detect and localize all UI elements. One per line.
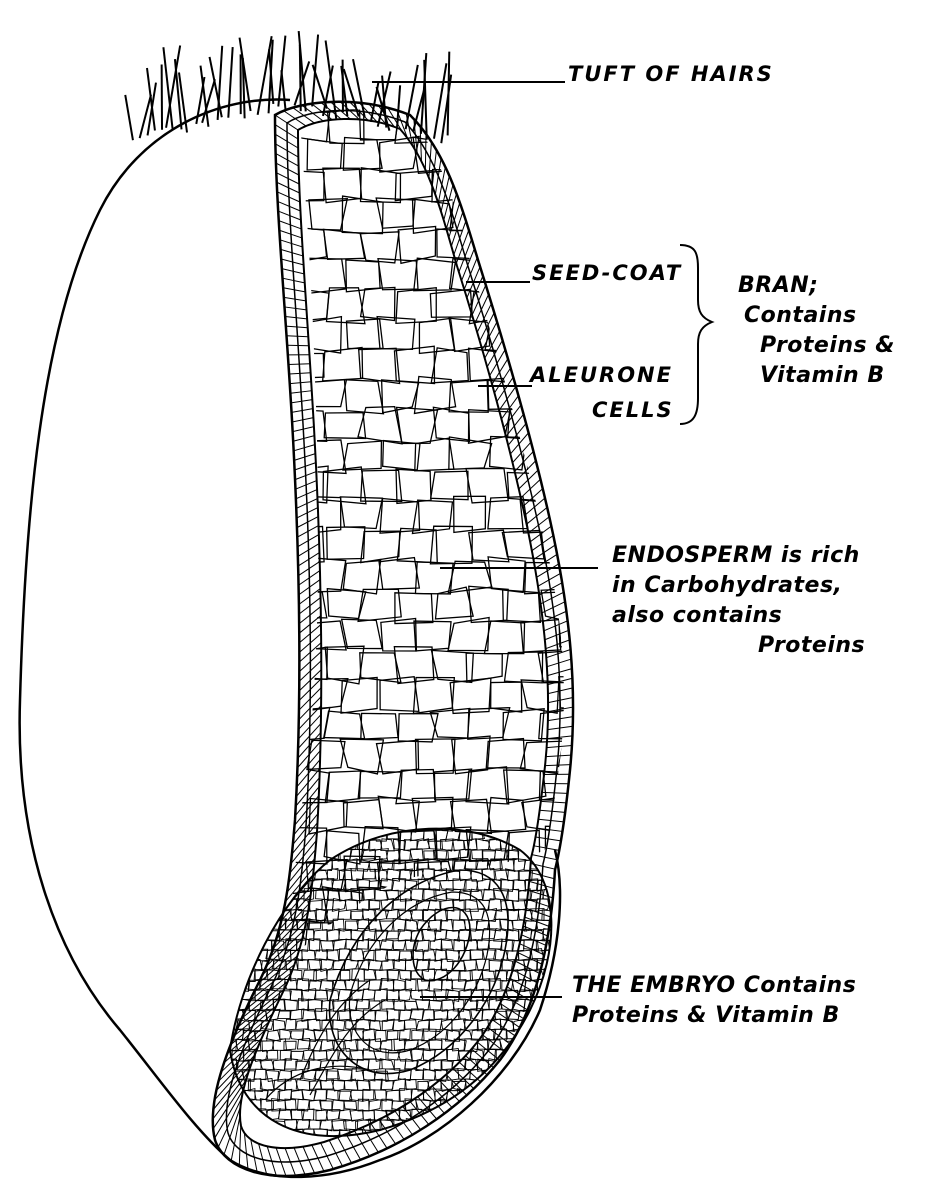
label-bran-line1: BRAN; [738,275,895,297]
label-bran-line3: Proteins & [738,335,895,357]
label-endosperm: ENDOSPERM is rich in Carbohydrates, also… [612,545,865,657]
label-endosperm-line1: ENDOSPERM is rich [612,545,865,567]
label-embryo: THE EMBRYO Contains Proteins & Vitamin B [572,975,856,1027]
label-endosperm-line2: in Carbohydrates, [612,575,865,597]
label-tuft-of-hairs: TUFT OF HAIRS [568,64,774,85]
label-bran-line4: Vitamin B [738,365,895,387]
embryo [224,819,593,1162]
label-endosperm-line4: Proteins [612,635,865,657]
label-endosperm-line3: also contains [612,605,865,627]
label-bran-line2: Contains [738,305,895,327]
bran-brace [680,245,712,424]
label-embryo-line2: Proteins & Vitamin B [572,1005,856,1027]
label-aleurone-line2: CELLS [530,400,674,421]
label-seed-coat: SEED-COAT [532,263,682,284]
label-embryo-line1: THE EMBRYO Contains [572,975,856,997]
label-bran: BRAN; Contains Proteins & Vitamin B [738,275,895,387]
tuft-of-hairs [125,31,451,143]
label-aleurone-line1: ALEURONE [530,363,673,387]
label-aleurone-cells: ALEURONE CELLS [530,365,674,421]
